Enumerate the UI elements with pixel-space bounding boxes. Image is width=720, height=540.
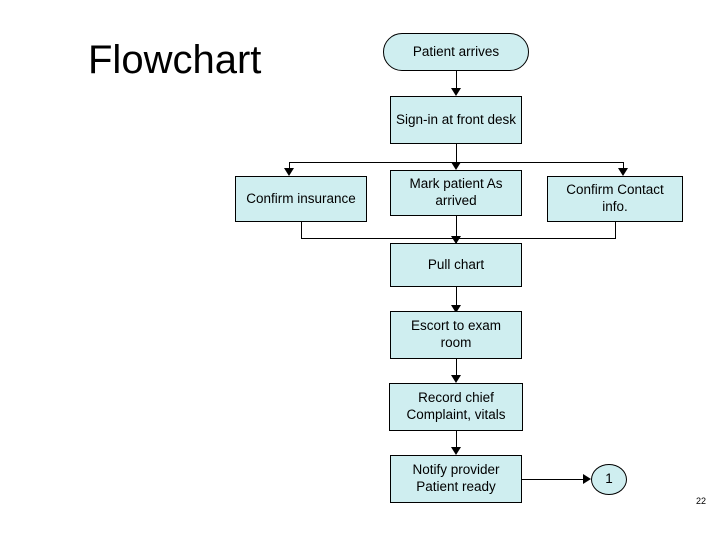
node-confirm-contact-info[interactable]: Confirm Contact info. — [547, 176, 683, 222]
node-label: Confirm Contact info. — [566, 182, 664, 214]
connector-line — [301, 222, 302, 238]
node-pull-chart[interactable]: Pull chart — [390, 243, 522, 287]
arrow-down-icon — [451, 162, 461, 170]
connector-line — [456, 431, 457, 453]
node-label: Mark patient As arrived — [409, 176, 503, 208]
connector-line — [615, 222, 616, 238]
connector-line — [522, 479, 587, 480]
node-record-chief-complaint[interactable]: Record chief Complaint, vitals — [389, 383, 523, 431]
arrow-down-icon — [451, 375, 461, 383]
arrow-down-icon — [451, 447, 461, 455]
node-label: Pull chart — [427, 256, 485, 272]
connector-line — [456, 359, 457, 381]
connector-line — [289, 162, 290, 172]
node-confirm-insurance[interactable]: Confirm insurance — [235, 176, 367, 222]
arrow-down-icon — [284, 168, 294, 176]
arrow-down-icon — [451, 305, 461, 313]
node-connector-one[interactable]: 1 — [591, 464, 627, 495]
node-label: Escort to exam room — [410, 318, 502, 350]
node-label: Confirm insurance — [246, 190, 356, 206]
page-number: 22 — [695, 496, 706, 506]
node-mark-patient-arrived[interactable]: Mark patient As arrived — [390, 170, 522, 216]
connector-line — [456, 216, 457, 238]
node-sign-in[interactable]: Sign-in at front desk — [390, 96, 522, 144]
connector-line — [623, 162, 624, 172]
node-label: Record chief Complaint, vitals — [406, 390, 506, 422]
node-label: Patient arrives — [412, 43, 500, 59]
connector-line — [456, 71, 457, 91]
node-escort-to-exam[interactable]: Escort to exam room — [390, 311, 522, 359]
arrow-down-icon — [451, 88, 461, 96]
connector-line — [456, 287, 457, 311]
node-label: Sign-in at front desk — [395, 111, 517, 127]
node-label: Notify provider Patient ready — [412, 462, 500, 494]
node-label: 1 — [605, 471, 613, 487]
arrow-right-icon — [583, 474, 591, 484]
page-title: Flowchart — [88, 38, 262, 82]
connector-line — [456, 144, 457, 162]
node-notify-provider[interactable]: Notify provider Patient ready — [390, 455, 522, 503]
arrow-down-icon — [451, 236, 461, 244]
node-patient-arrives[interactable]: Patient arrives — [383, 33, 529, 71]
arrow-down-icon — [618, 168, 628, 176]
